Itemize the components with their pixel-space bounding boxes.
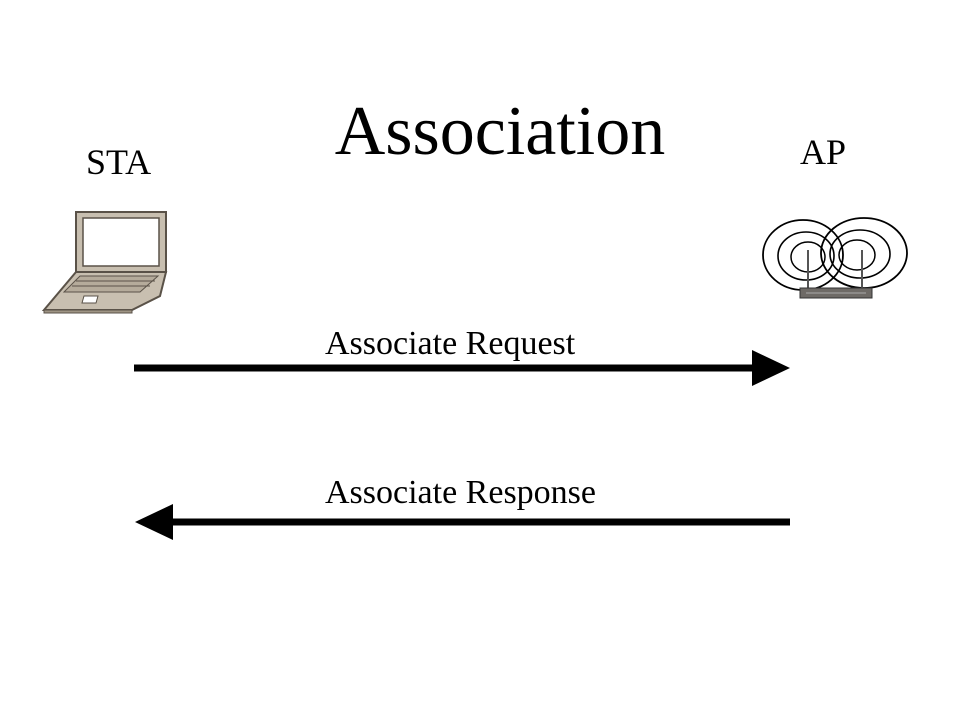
associate-response-arrow: [135, 504, 790, 540]
associate-request-arrow: [134, 350, 790, 386]
wireless-access-point-icon: [762, 217, 908, 299]
associate-request-label: Associate Request: [325, 325, 576, 362]
associate-response-label: Associate Response: [325, 474, 597, 511]
laptop-icon: [41, 211, 168, 314]
sta-label: STA: [86, 142, 152, 182]
diagram-title: Association: [334, 93, 666, 170]
ap-label: AP: [800, 132, 847, 172]
